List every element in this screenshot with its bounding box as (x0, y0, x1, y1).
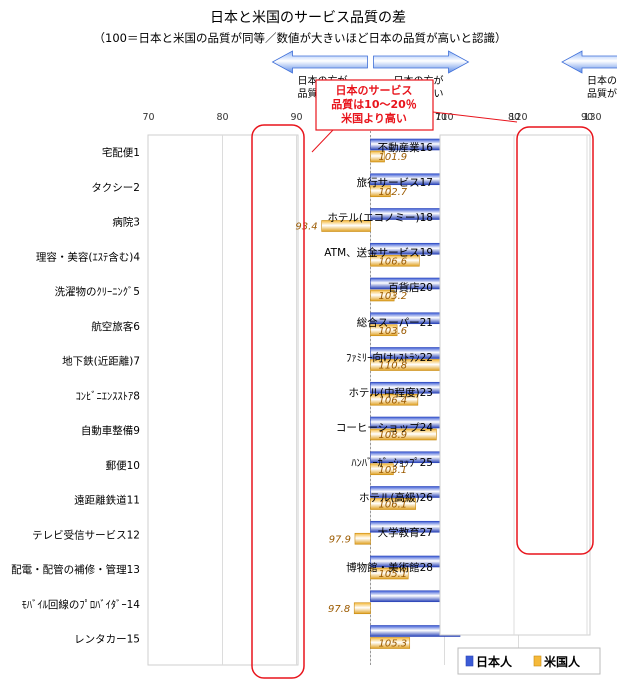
callout-text: 日本のサービス品質は10～20％米国より高い (331, 83, 417, 125)
callout-box (315, 79, 434, 131)
bar-us (370, 567, 409, 580)
arrow-left-icon-1 (271, 50, 368, 74)
data-label-us: 106.6 (379, 256, 408, 267)
tick-label-1-120: 120 (509, 112, 527, 123)
category-label: 地下鉄(近距離)7 (62, 355, 140, 368)
bar-us (370, 150, 385, 163)
category-label: コーヒーショップ24 (336, 422, 433, 434)
highlight-box-2 (516, 126, 594, 555)
category-label: 航空旅客6 (91, 320, 140, 333)
category-label: 不動産業16 (378, 141, 434, 154)
data-label-us: 105.1 (379, 569, 408, 580)
bar-us (370, 254, 420, 267)
bar-us (370, 324, 398, 337)
data-label-us: 103.1 (379, 465, 408, 476)
category-label: ﾌｧﾐﾘｰ向けﾚｽﾄﾗﾝ22 (346, 351, 433, 364)
category-label: ATM、送金サービス19 (324, 246, 433, 259)
category-label: 博物館・美術館28 (346, 561, 433, 574)
bar-us (370, 428, 437, 441)
data-label-us: 97.9 (329, 534, 351, 545)
data-label-us: 101.9 (379, 152, 408, 163)
category-label: ホテル(高級)26 (359, 491, 433, 504)
category-label: 百貨店20 (388, 281, 433, 294)
bar-us (370, 463, 394, 476)
legend-label: 日本人 (476, 654, 513, 669)
category-label: 宅配便1 (102, 146, 140, 159)
arrow-low-label-2: 日本の方が品質が低い (587, 74, 617, 100)
callout-pointer-right (432, 111, 518, 123)
bar-us (353, 602, 371, 615)
data-label-us: 106.1 (379, 500, 408, 511)
arrow-left-icon-2 (561, 50, 617, 74)
category-label: ﾊﾝﾊﾞｰｶﾞｰｼｮｯﾌﾟ25 (351, 457, 433, 469)
data-label-us: 97.8 (328, 604, 350, 615)
bar-us (370, 185, 391, 198)
category-label: テレビ受信サービス12 (32, 529, 140, 541)
callout-pointer-left (311, 129, 334, 153)
category-label: 大学教育27 (378, 526, 433, 539)
data-label-us: 102.7 (379, 187, 408, 198)
category-label: 理容・美容(ｴｽﾃ含む)4 (36, 250, 140, 263)
data-label-us: 105.3 (379, 639, 408, 650)
legend-swatch (533, 655, 542, 667)
arrow-low-line: 品質が低い (587, 87, 617, 100)
legend-label: 米国人 (544, 654, 581, 669)
tick-label-1-110: 110 (435, 112, 453, 123)
data-label-us: 106.4 (379, 395, 408, 406)
category-label: ホテル(中程度)23 (348, 386, 433, 399)
bar-us (370, 498, 416, 510)
category-label: 洗濯物のｸﾘｰﾆﾝｸﾞ5 (55, 285, 140, 298)
tick-label-1-90: 90 (290, 112, 302, 123)
chart-subtitle: （100＝日本と米国の品質が同等／数値が大きいほど日本の品質が高いと認識） (94, 31, 507, 45)
category-label: 自動車整備9 (81, 424, 140, 437)
tick-label-2-80: 80 (508, 112, 520, 123)
highlight-box-1 (251, 124, 305, 679)
arrow-low-line: 日本の方が (587, 74, 617, 87)
category-label: 遠距離鉄道11 (74, 494, 140, 507)
callout-line: 日本のサービス (336, 83, 413, 97)
tick-label-1-80: 80 (216, 112, 228, 123)
arrow-right-icon-1 (373, 50, 470, 74)
bar-us (370, 637, 411, 649)
data-label-us: 103.6 (379, 326, 408, 337)
legend-swatch (465, 655, 474, 667)
category-label: 郵便10 (106, 459, 140, 472)
panel-frame-2 (439, 134, 591, 636)
data-label-us: 110.8 (379, 361, 408, 372)
tick-label-1-70: 70 (142, 112, 154, 123)
callout-line: 米国より高い (340, 111, 407, 125)
category-label: ｺﾝﾋﾞﾆｴﾝｽｽﾄｱ8 (76, 390, 140, 402)
legend-frame (457, 647, 601, 675)
category-label: レンタカー15 (74, 634, 140, 646)
category-label: ﾓﾊﾞｲﾙ回線のﾌﾟﾛﾊﾞｲﾀﾞｰ14 (22, 598, 141, 611)
category-label: タクシー2 (91, 182, 140, 194)
category-label: 旅行サービス17 (357, 176, 433, 189)
chart-title: 日本と米国のサービス品質の差 (210, 10, 406, 26)
category-label: 総合スーパー21 (357, 316, 433, 329)
tick-label-2-90: 90 (581, 112, 593, 123)
category-label: 病院3 (112, 216, 140, 229)
bar-us (370, 393, 419, 406)
tick-label-1-130: 130 (583, 112, 601, 123)
tick-label-2-70: 70 (435, 112, 447, 123)
bar-us (354, 532, 371, 545)
bar-us (370, 289, 395, 302)
category-label: 配電・配管の補修・管理13 (11, 563, 140, 576)
data-label-us: 103.2 (379, 291, 408, 302)
data-label-us: 108.9 (379, 430, 408, 441)
bar-us (321, 220, 371, 232)
category-label: ホテル(エコノミー)18 (327, 212, 433, 224)
callout-line: 品質は10～20％ (331, 97, 417, 111)
data-label-us: 93.4 (295, 222, 317, 233)
